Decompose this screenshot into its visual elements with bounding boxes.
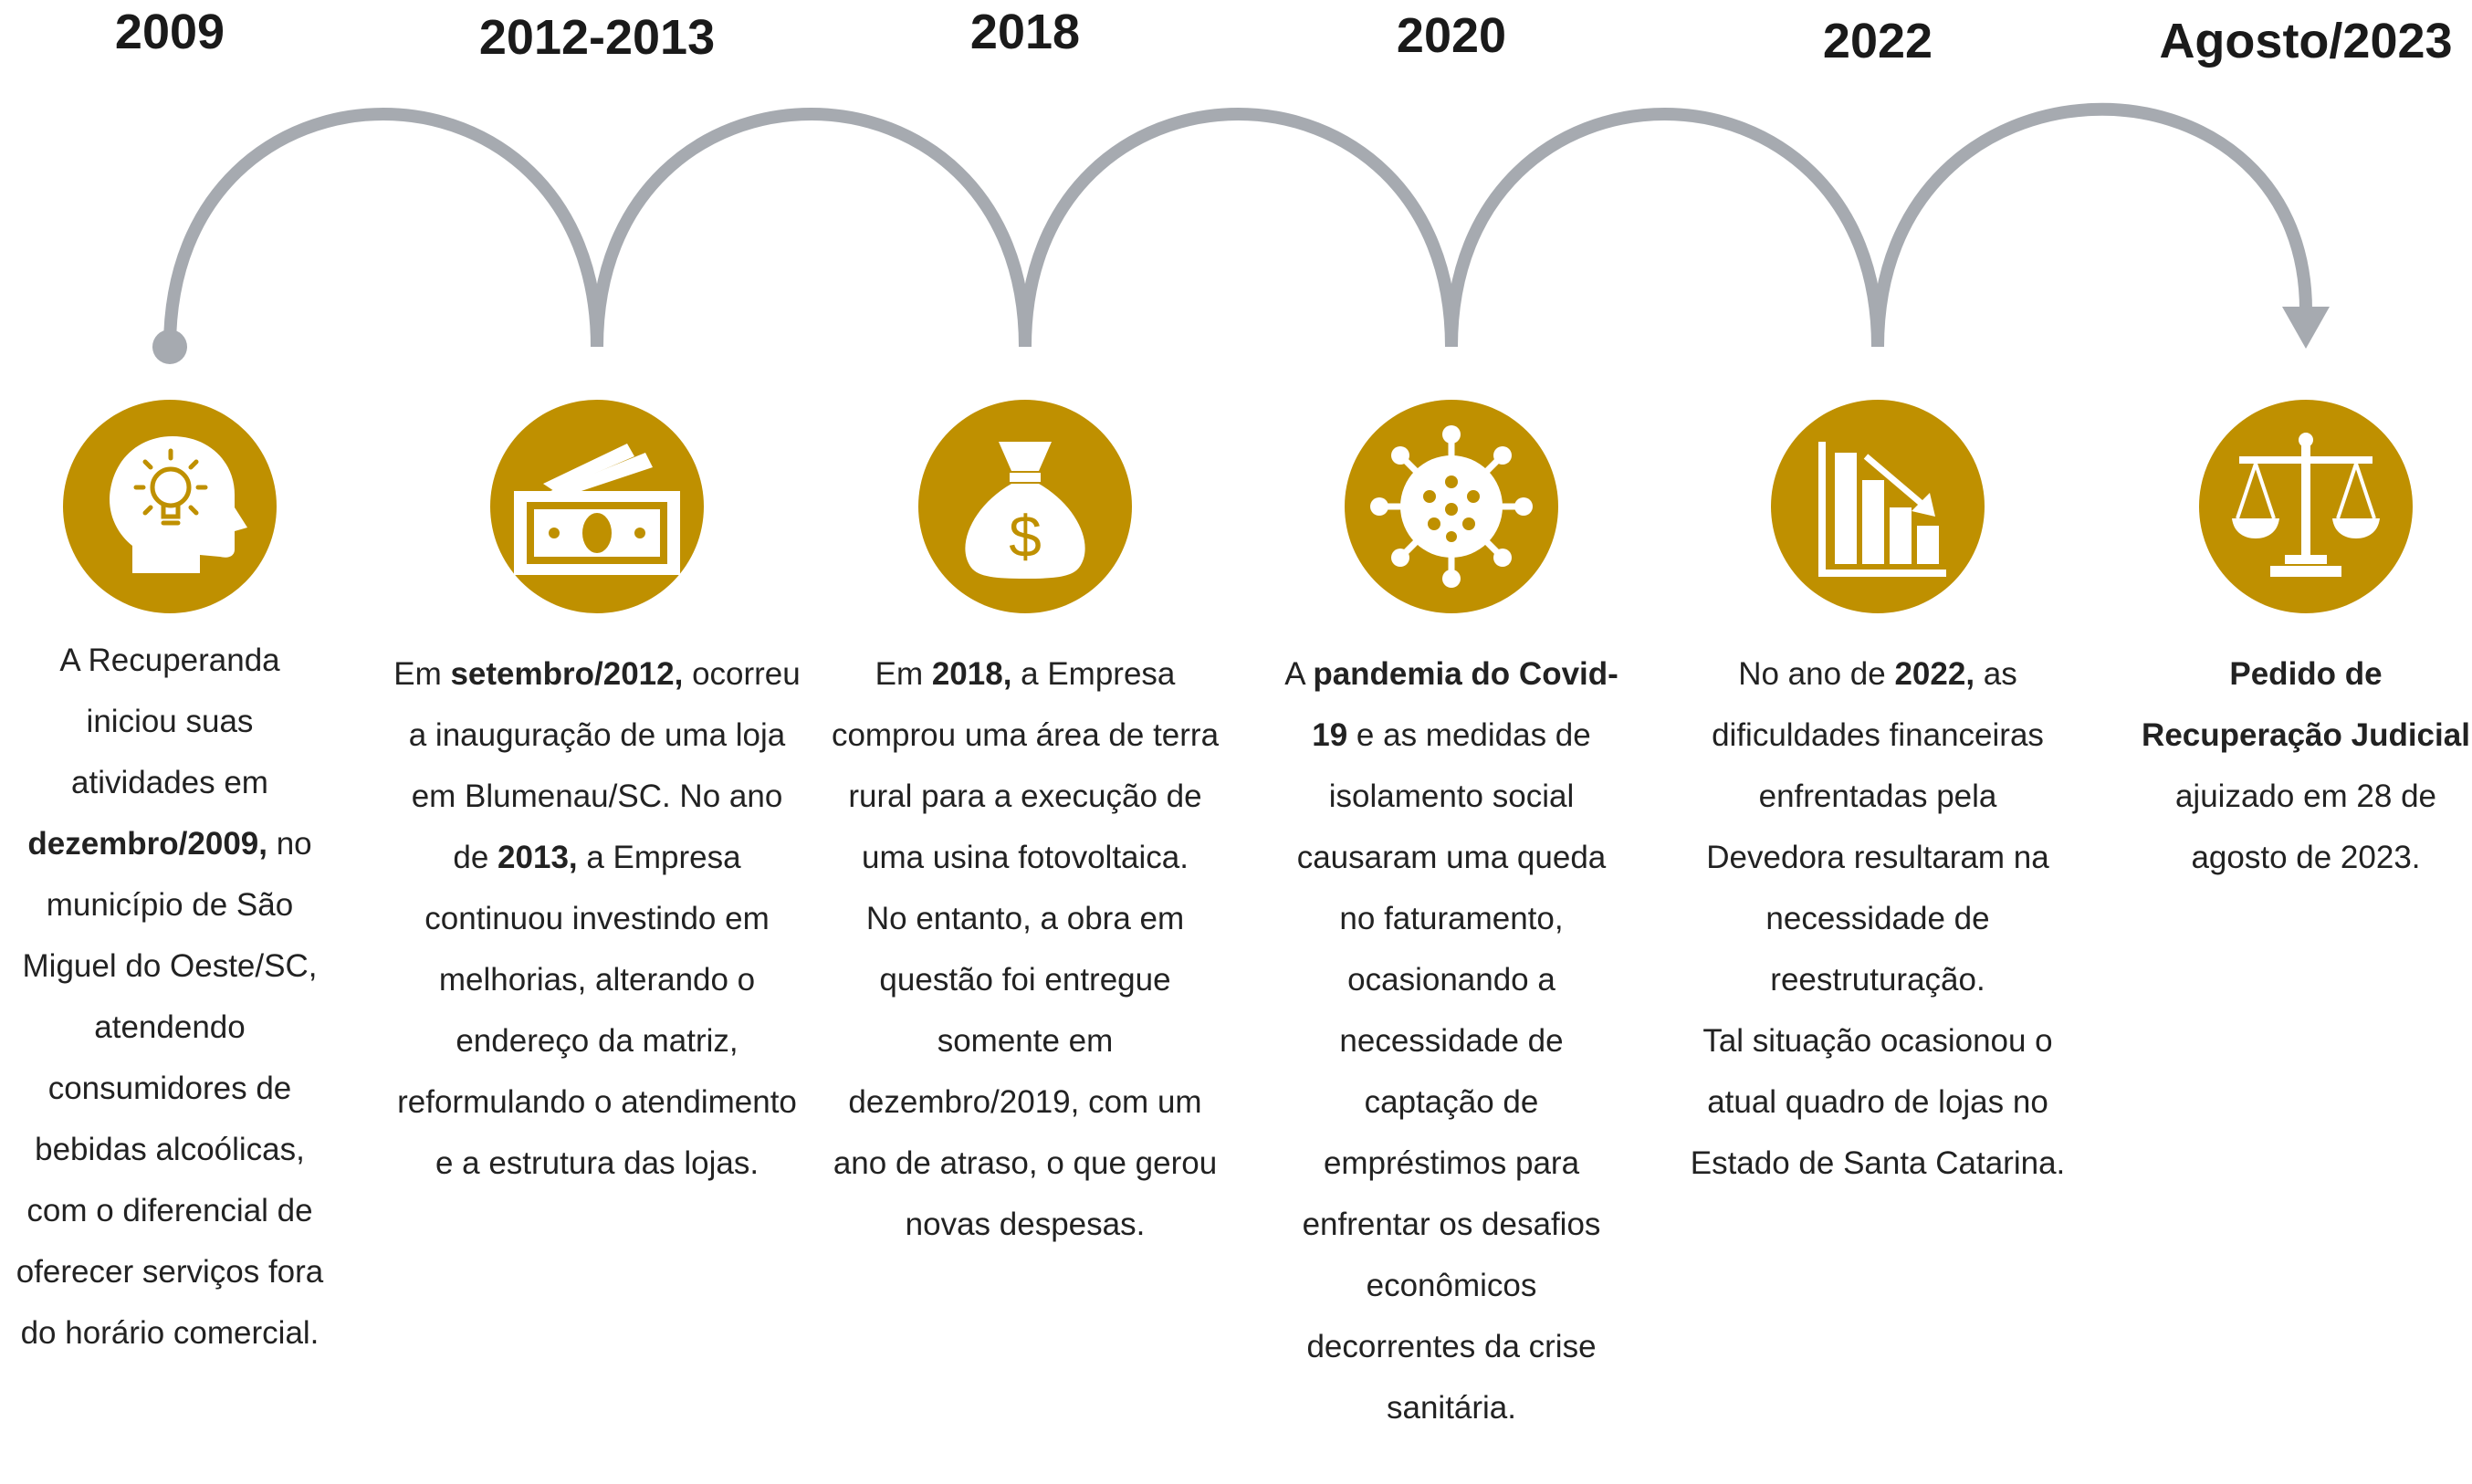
description-text: Em (393, 656, 451, 692)
description-bold-text: pandemia do Covid-19 (1312, 656, 1618, 753)
description-text: Tal situação ocasionou o atual quadro de… (1690, 1023, 2066, 1181)
description-text: A Recuperanda iniciou suas atividades em (59, 643, 280, 800)
description-text: ocorreu a inauguração de uma loja em Blu… (408, 656, 801, 875)
description-text: A (1284, 656, 1314, 692)
description-text: a Empresa continuou investindo em melhor… (397, 840, 797, 1181)
head-lightbulb-icon (110, 436, 247, 573)
timeline-start-dot (152, 329, 187, 364)
description-bold-text: 2022, (1894, 656, 1975, 692)
timeline-arc-1 (163, 108, 603, 348)
year-label-2009: 2009 (114, 5, 225, 59)
milestone-description-agosto-2023: Pedido de Recuperação Judicial ajuizado … (2142, 643, 2470, 888)
description-text: ajuizado em 28 de agosto de 2023. (2174, 779, 2437, 875)
description-text: Em (875, 656, 932, 692)
description-text: as dificuldades financeiras enfrentadas … (1706, 656, 2049, 998)
milestone-icon-agosto-2023 (2199, 400, 2413, 613)
milestone-icon-2009 (63, 400, 277, 613)
milestone-description-2018: Em 2018, a Empresa comprou uma área de t… (820, 643, 1231, 1255)
description-text: no município de São Miguel do Oeste/SC, … (16, 826, 324, 1351)
timeline-arc-2 (591, 108, 1032, 348)
timeline-arc-4 (1445, 108, 1884, 348)
milestone-icon-2018: $ (918, 400, 1132, 613)
description-bold-text: 2018, (931, 656, 1012, 692)
milestone-description-2020: A pandemia do Covid-19 e as medidas de i… (1283, 643, 1620, 1438)
money-bills-icon (514, 444, 680, 575)
description-text: a Empresa comprou uma área de terra rura… (831, 656, 1220, 875)
svg-text:$: $ (1009, 504, 1042, 570)
description-text: e as medidas de isolamento social causar… (1296, 717, 1607, 1426)
year-label-2022: 2022 (1822, 14, 1933, 68)
milestone-description-2009: A Recuperanda iniciou suas atividades em… (15, 630, 325, 1364)
milestone-icon-2020 (1345, 400, 1558, 613)
milestone-description-2012-2013: Em setembro/2012, ocorreu a inauguração … (392, 643, 802, 1194)
year-label-2018: 2018 (969, 5, 1081, 59)
timeline-arc-5 (1871, 102, 2312, 348)
description-bold-text: setembro/2012, (450, 656, 684, 692)
milestone-icon-2022 (1771, 400, 1985, 613)
year-label-2020: 2020 (1396, 8, 1507, 63)
declining-chart-icon (1818, 442, 1946, 577)
milestone-icon-2012-2013 (490, 400, 704, 613)
description-text: No ano de (1738, 656, 1895, 692)
description-bold-text: 2013, (498, 840, 578, 875)
milestone-description-2022: No ano de 2022, as dificuldades financei… (1686, 643, 2069, 1194)
description-text: No entanto, a obra em questão foi entreg… (833, 901, 1218, 1242)
timeline-arc-3 (1019, 108, 1458, 348)
year-label-agosto-2023: Agosto/2023 (2159, 14, 2453, 68)
description-bold-text: dezembro/2009, (27, 826, 267, 862)
description-bold-text: Pedido de Recuperação Judicial (2142, 656, 2470, 753)
money-bag-icon: $ (965, 442, 1085, 579)
year-label-2012-2013: 2012-2013 (478, 10, 716, 65)
scales-of-justice-icon (2232, 433, 2380, 577)
timeline-end-arrowhead (2282, 307, 2330, 349)
virus-icon (1370, 425, 1533, 588)
timeline-arcs (152, 102, 2330, 364)
